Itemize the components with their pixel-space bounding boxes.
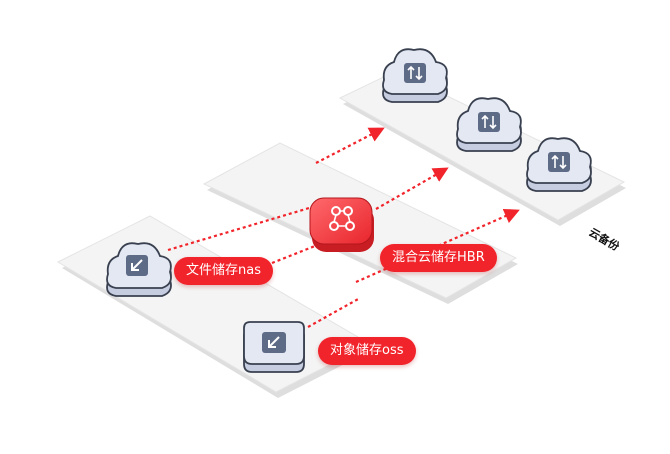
flow-arrow-nas-hbr-lower — [271, 242, 321, 265]
label-file-nas: 文件储存nas — [174, 257, 273, 285]
box-download-icon — [243, 321, 305, 373]
label-hybrid-hbr: 混合云储存HBR — [380, 244, 497, 272]
flow-arrow-oss-hbr — [307, 297, 361, 328]
flow-arrow-nas-hbr — [167, 204, 317, 252]
cloud-sync-icon — [526, 137, 592, 192]
cloud-sync-icon — [456, 97, 522, 152]
cloud-download-icon — [106, 242, 172, 297]
flow-arrow-backup-3 — [355, 208, 520, 284]
label-object-oss: 对象储存oss — [318, 337, 416, 365]
cloud-sync-icon — [382, 48, 448, 103]
hub-network-icon — [309, 197, 374, 252]
flow-arrow-backup-2 — [375, 167, 449, 210]
flow-arrow-backup-1 — [315, 127, 385, 164]
